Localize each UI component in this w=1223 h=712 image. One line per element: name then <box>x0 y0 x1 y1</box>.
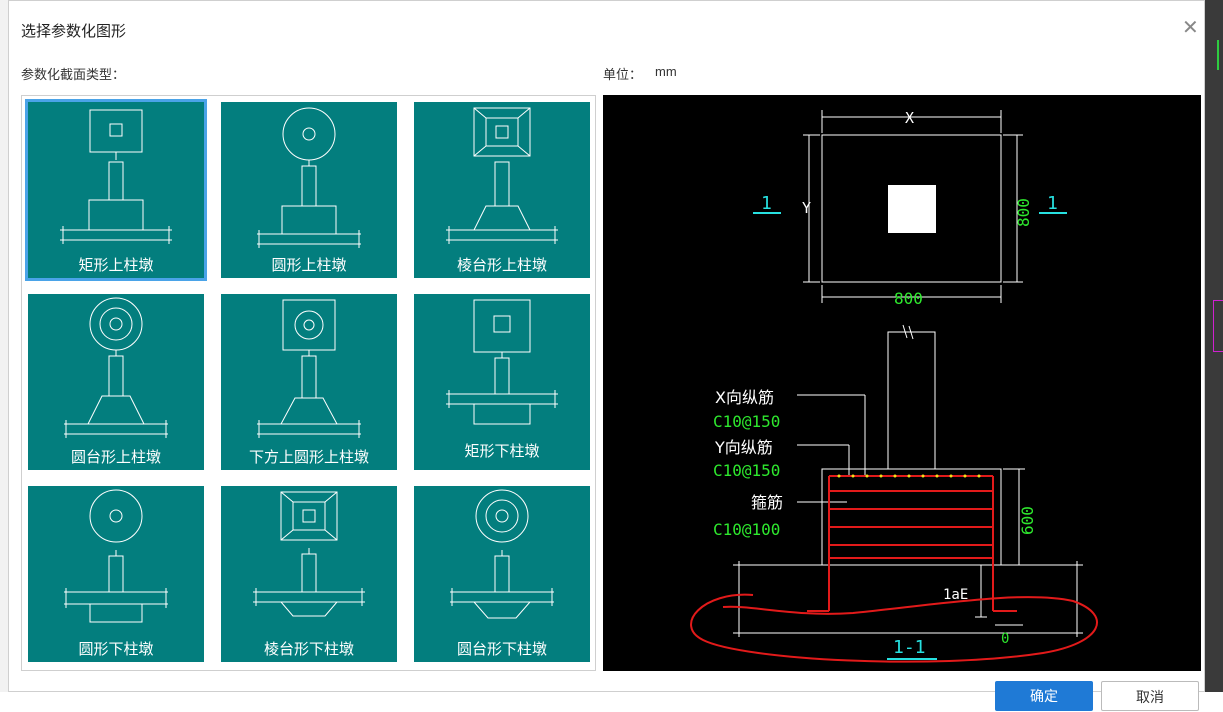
background-cad-line <box>1217 40 1219 70</box>
cone-upper-pier-icon <box>64 297 168 438</box>
shape-square-round-upper-pier[interactable]: 下方上圆形上柱墩 <box>221 294 397 470</box>
plan-column <box>888 185 936 233</box>
rebar-dots <box>837 474 981 478</box>
x-rebar-label: X向纵筋 <box>715 388 774 407</box>
shape-preview: X Y 800 800 1 1 X向纵筋 C10@150 Y向纵筋 C10@15… <box>603 95 1201 671</box>
stirrup-label: 箍筋 <box>751 493 783 512</box>
shape-label: 圆形上柱墩 <box>271 257 347 274</box>
shape-label: 矩形下柱墩 <box>464 443 540 460</box>
shape-label: 圆台形下柱墩 <box>456 641 547 658</box>
dialog-title: 选择参数化图形 <box>21 23 127 40</box>
shape-cone-upper-pier[interactable]: 圆台形上柱墩 <box>28 294 204 470</box>
background-window-left <box>0 0 8 692</box>
square-round-upper-pier-icon <box>257 299 361 438</box>
shape-label: 圆形下柱墩 <box>78 641 154 658</box>
dim-width-label: 800 <box>894 289 923 308</box>
frustum-lower-pier-icon <box>253 491 365 617</box>
shape-frustum-upper-pier[interactable]: 棱台形上柱墩 <box>414 102 590 278</box>
background-cad-shape <box>1213 300 1223 352</box>
shape-label: 圆台形上柱墩 <box>70 449 161 466</box>
rect-lower-pier-icon <box>446 299 558 425</box>
column-section <box>887 331 936 470</box>
plan-outline <box>821 134 1002 283</box>
close-icon[interactable]: ✕ <box>1182 17 1199 39</box>
anchor-label: 1aE <box>943 587 968 603</box>
dim-y-label: Y <box>802 199 811 217</box>
stirrup-spec: C10@100 <box>713 520 780 539</box>
shape-cone-lower-pier[interactable]: 圆台形下柱墩 <box>414 486 590 662</box>
cancel-button[interactable]: 取消 <box>1101 681 1199 711</box>
rect-upper-pier-icon <box>60 109 172 244</box>
cone-lower-pier-icon <box>450 489 554 619</box>
section-mark-left: 1 <box>761 193 772 214</box>
shape-label: 棱台形上柱墩 <box>456 257 547 274</box>
shape-rect-lower-pier[interactable]: 矩形下柱墩 <box>414 294 590 470</box>
shape-circle-lower-pier[interactable]: 圆形下柱墩 <box>28 486 204 662</box>
shape-label: 下方上圆形上柱墩 <box>248 449 369 466</box>
section-title: 1-1 <box>893 637 926 658</box>
dim-zero-label: 0 <box>1001 631 1009 647</box>
circle-upper-pier-icon <box>257 107 361 248</box>
annotation-circle <box>690 593 1098 663</box>
shape-rect-upper-pier[interactable]: 矩形上柱墩 <box>25 99 207 281</box>
unit-value: mm <box>655 64 677 79</box>
ok-button[interactable]: 确定 <box>995 681 1093 711</box>
preview-drawing: X Y 800 800 1 1 X向纵筋 C10@150 Y向纵筋 C10@15… <box>690 109 1098 663</box>
shape-label: 棱台形下柱墩 <box>263 641 354 658</box>
background-window-right <box>1205 0 1223 692</box>
shape-circle-upper-pier[interactable]: 圆形上柱墩 <box>221 102 397 278</box>
section-type-label: 参数化截面类型： <box>21 67 126 82</box>
parametric-shape-dialog: 选择参数化图形 ✕ 参数化截面类型： 单位： mm 矩形上柱墩 <box>8 0 1205 711</box>
unit-label: 单位： <box>603 67 643 82</box>
x-rebar-spec: C10@150 <box>713 412 780 431</box>
shape-frustum-lower-pier[interactable]: 棱台形下柱墩 <box>221 486 397 662</box>
shape-grid: 矩形上柱墩 圆形上柱墩 <box>21 95 596 671</box>
section-mark-right: 1 <box>1047 193 1058 214</box>
pier-section <box>821 468 1002 566</box>
dim-x-label: X <box>905 109 914 127</box>
circle-lower-pier-icon <box>64 489 168 623</box>
dim-depth-label: 800 <box>1014 198 1033 227</box>
frustum-upper-pier-icon <box>446 107 558 244</box>
y-rebar-label: Y向纵筋 <box>714 438 773 457</box>
dim-height-label: 600 <box>1018 506 1037 535</box>
y-rebar-spec: C10@150 <box>713 461 780 480</box>
rebar-cage <box>807 475 1017 612</box>
shape-label: 矩形上柱墩 <box>78 257 154 274</box>
